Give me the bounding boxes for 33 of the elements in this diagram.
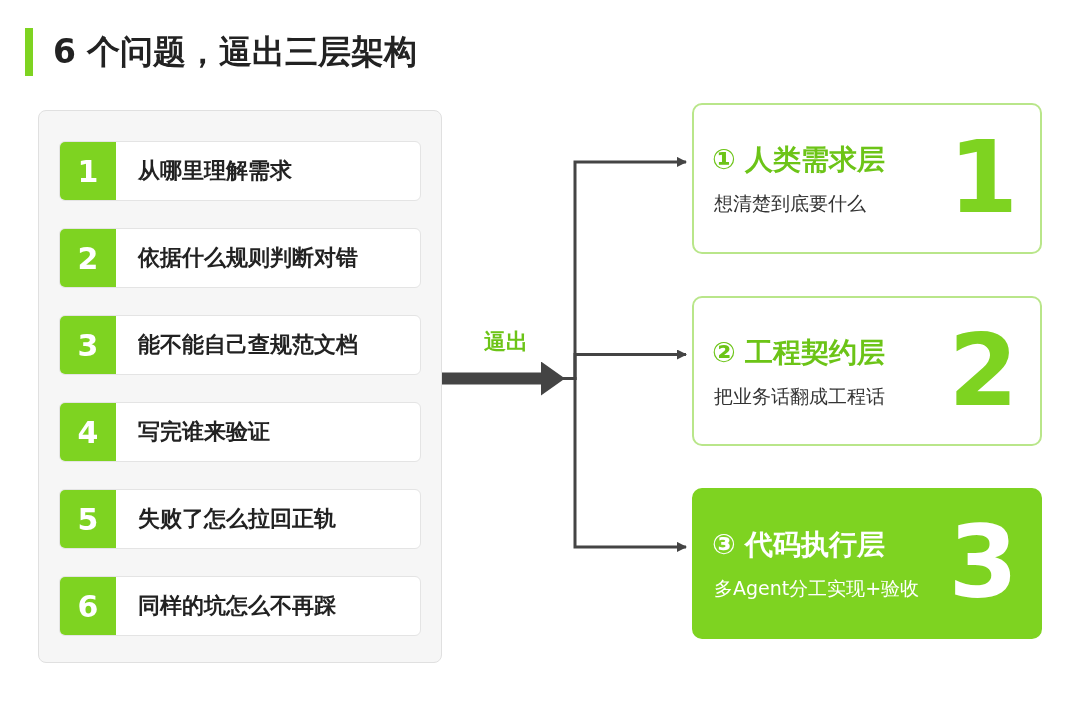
question-text: 失败了怎么拉回正轨 <box>138 505 336 533</box>
layer-title: ② 工程契约层 <box>712 335 886 371</box>
layer-number: 2 <box>948 316 1018 426</box>
question-text: 从哪里理解需求 <box>138 157 292 185</box>
number-badge: 2 <box>60 229 116 287</box>
layer-card <box>692 296 1042 446</box>
layer-number: 1 <box>948 123 1018 233</box>
number-badge: 6 <box>60 577 116 635</box>
layer-card <box>692 103 1042 254</box>
question-row <box>59 489 421 549</box>
number-badge: 3 <box>60 316 116 374</box>
layer-title: ① 人类需求层 <box>712 142 886 178</box>
panel-background <box>38 110 442 663</box>
question-row <box>59 141 421 201</box>
number-badge: 4 <box>60 403 116 461</box>
layer-title: ③ 代码执行层 <box>712 527 886 563</box>
thick-arrow <box>442 361 565 396</box>
number-badge: 1 <box>60 142 116 200</box>
question-text: 同样的坑怎么不再踩 <box>138 592 336 620</box>
layer-description: 把业务话翻成工程话 <box>714 384 885 409</box>
question-row <box>59 315 421 375</box>
number-badge: 5 <box>60 490 116 548</box>
layer-number: 3 <box>948 508 1018 618</box>
layer-card <box>692 488 1042 639</box>
question-row <box>59 228 421 288</box>
question-text: 依据什么规则判断对错 <box>138 244 358 272</box>
question-row <box>59 576 421 636</box>
question-text: 写完谁来验证 <box>138 418 270 446</box>
question-row <box>59 402 421 462</box>
title: 6 个问题，逼出三层架构 <box>25 28 418 76</box>
layer-description: 多Agent分工实现+验收 <box>714 576 920 601</box>
question-text: 能不能自己查规范文档 <box>138 331 358 359</box>
layer-description: 想清楚到底要什么 <box>714 191 866 216</box>
